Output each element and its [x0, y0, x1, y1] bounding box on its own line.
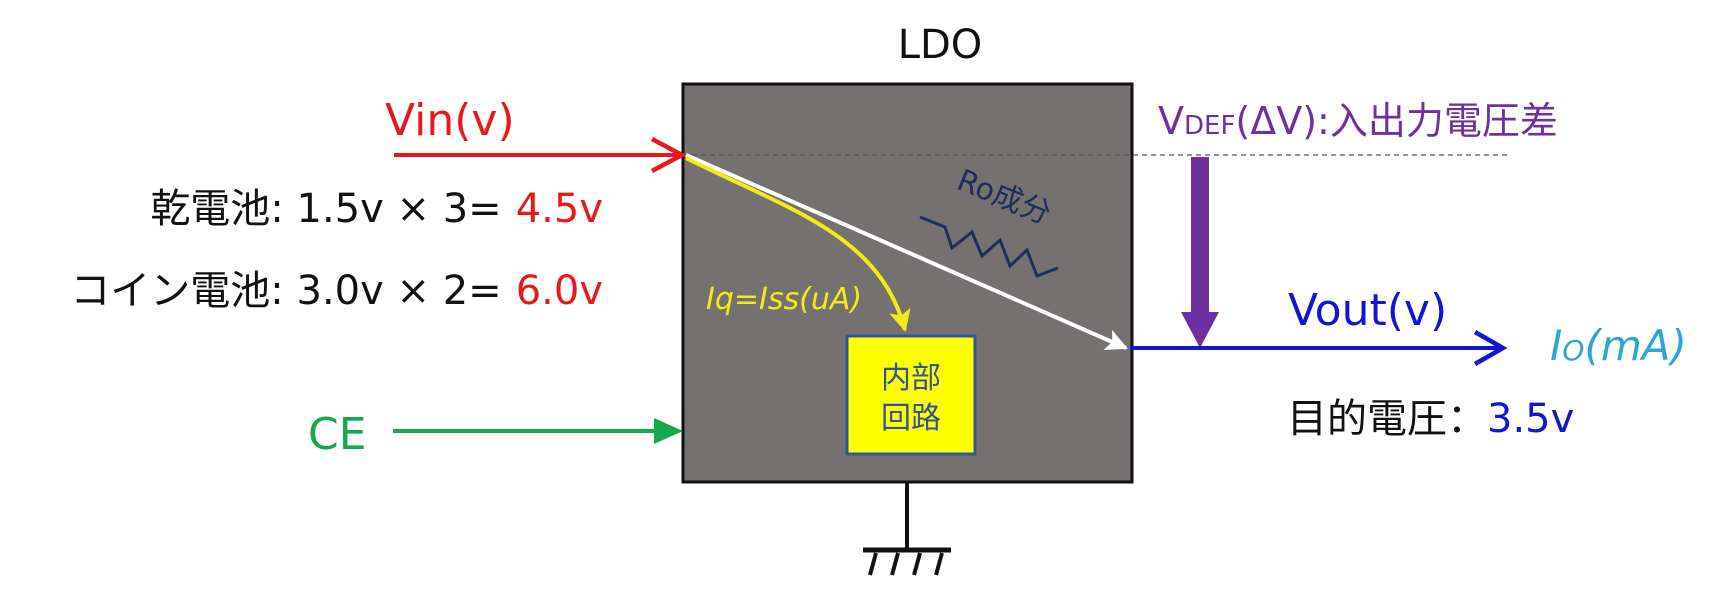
coin-cell-line: コイン電池: 3.0v × 2= 6.0v — [70, 268, 603, 314]
io-label: IO(mA) — [1550, 321, 1687, 370]
vin-label: Vin(v) — [385, 95, 515, 146]
ce-arrow-head — [654, 418, 683, 444]
target-voltage-value: 3.5v — [1487, 396, 1574, 442]
internal-circuit-line2: 回路 — [881, 401, 941, 436]
vdef-rest: (ΔV):入出力電圧差 — [1235, 99, 1557, 143]
ro-path-arrow — [685, 153, 1128, 351]
internal-circuit-box — [845, 334, 977, 456]
vout-label: Vout(v) — [1288, 285, 1447, 336]
dry-cell-line: 乾電池: 1.5v × 3= 4.5v — [150, 186, 603, 232]
vin-arrow-head — [650, 137, 687, 173]
io-sub: O — [1562, 334, 1584, 367]
dry-cell-value: 4.5v — [516, 186, 603, 232]
internal-circuit-line1: 内部 — [881, 361, 941, 396]
coin-cell-value: 6.0v — [516, 268, 603, 314]
ground-icon — [868, 552, 944, 576]
target-voltage-line: 目的電圧：3.5v — [1287, 396, 1574, 442]
vout-arrow-head — [1473, 330, 1508, 366]
ce-label: CE — [308, 409, 367, 460]
vdef-arrow-head — [1181, 312, 1219, 348]
target-voltage-label: 目的電圧： — [1287, 396, 1487, 442]
dry-cell-label: 乾電池: 1.5v × 3= — [150, 186, 501, 232]
ldo-title: LDO — [898, 22, 983, 68]
vdef-v: V — [1158, 99, 1184, 143]
coin-cell-label: コイン電池: 3.0v × 2= — [70, 268, 501, 314]
vdef-sub: DEF — [1184, 111, 1235, 141]
iq-path-arrow — [685, 156, 911, 332]
vdef-label: VDEF(ΔV):入出力電圧差 — [1158, 99, 1558, 143]
io-i: I — [1550, 321, 1562, 370]
io-rest: (mA) — [1584, 321, 1686, 370]
resistor-icon — [919, 215, 1059, 278]
iq-label: Iq=Iss(uA) — [706, 282, 862, 317]
